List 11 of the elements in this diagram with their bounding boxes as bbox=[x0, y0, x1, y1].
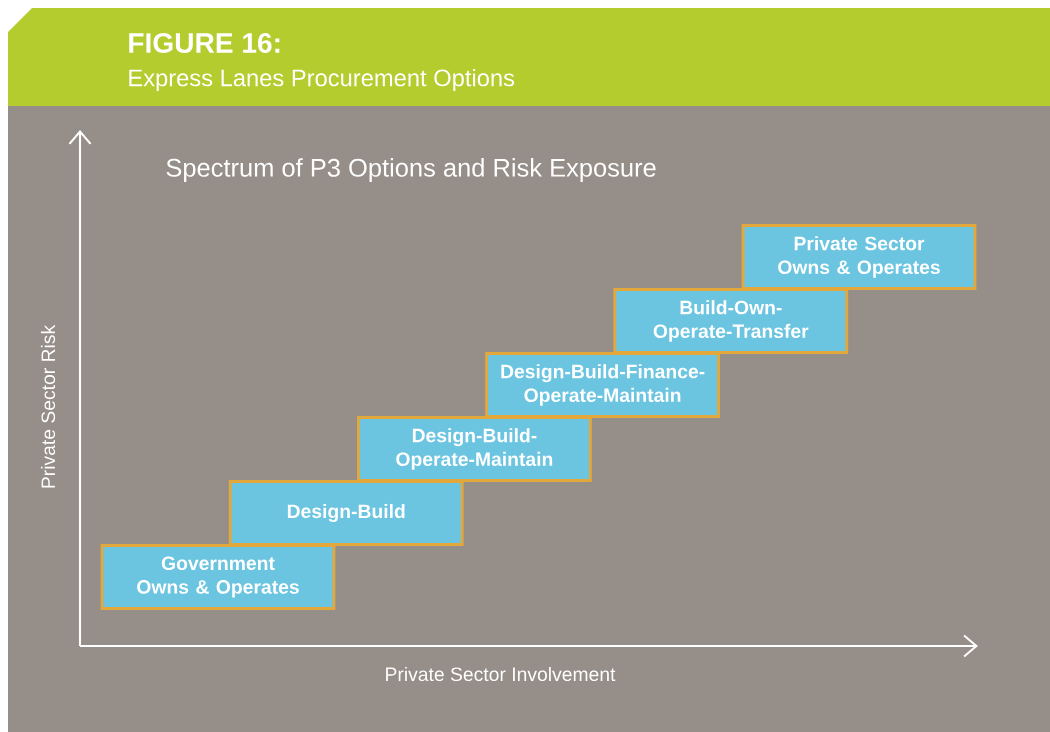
option-box: Design-Build-Finance-Operate-Maintain bbox=[485, 352, 720, 418]
option-box: Build-Own-Operate-Transfer bbox=[613, 288, 849, 354]
axis-label: Private Sector Risk bbox=[40, 324, 56, 488]
option-box: Government Owns & Operates bbox=[100, 544, 336, 610]
figure-subtitle: Express Lanes Procurement Options bbox=[129, 68, 515, 92]
option-box: Design-Build-Operate-Maintain bbox=[357, 416, 592, 482]
option-box: Design-Build bbox=[228, 480, 464, 546]
option-box: Private Sector Owns & Operates bbox=[741, 224, 977, 290]
figure-title: FIGURE 16: bbox=[129, 33, 280, 53]
axis-label: Private Sector Involvement bbox=[386, 666, 616, 682]
chart-heading: Spectrum of P3 Options and Risk Exposure bbox=[166, 158, 656, 182]
